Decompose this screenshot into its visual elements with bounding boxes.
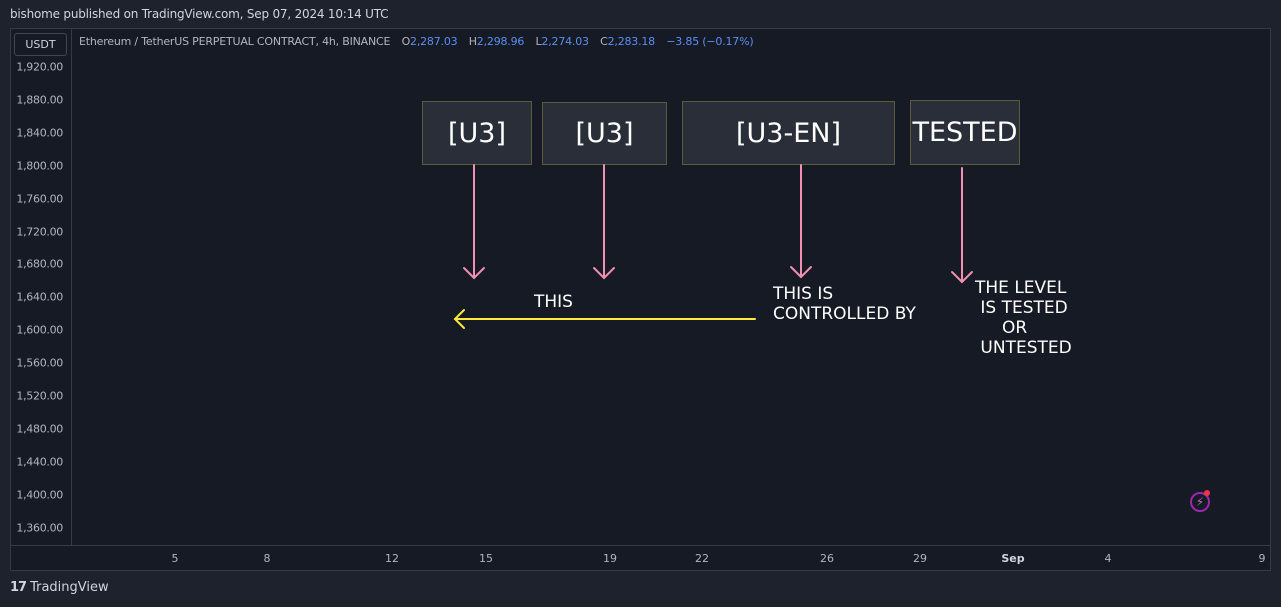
high-value: 2,298.96 [476,35,525,48]
tradingview-logo-icon: 𝟭𝟳 [10,580,27,595]
price-label: 1,600.00 [16,323,63,337]
annotation-box-u3-1[interactable]: [U3] [422,101,532,165]
annotation-text-level[interactable]: THE LEVEL IS TESTED OR UNTESTED [975,278,1072,358]
time-label: Sep [1001,552,1025,565]
open-label: O [401,35,411,48]
time-axis[interactable]: 5 8 12 15 19 22 26 29 Sep 4 9 [72,545,1270,570]
price-label: 1,640.00 [16,290,63,304]
price-label: 1,920.00 [16,60,63,74]
axis-corner [11,545,72,570]
arrowhead-4 [951,271,973,284]
time-label: 29 [913,552,927,565]
arrowhead-1 [463,267,485,280]
time-label: 4 [1104,552,1112,565]
chart-frame[interactable]: USDT 1,920.00 1,880.00 1,840.00 1,800.00 1,7… [10,28,1271,571]
price-label: 1,680.00 [16,257,63,271]
price-label: 1,840.00 [16,126,63,140]
time-label: 19 [603,552,617,565]
low-label: L [535,35,542,48]
time-label: 9 [1258,552,1266,565]
close-value: 2,283.18 [607,35,656,48]
price-label: 1,560.00 [16,356,63,370]
price-label: 1,880.00 [16,93,63,107]
arrowhead-2 [593,267,615,280]
price-label: 1,720.00 [16,225,63,238]
annotation-box-tested[interactable]: TESTED [910,100,1020,165]
lightning-icon[interactable]: ⚡ [1190,492,1210,512]
time-label: 15 [479,552,493,565]
time-label: 8 [263,552,271,565]
symbol-name[interactable]: Ethereum / TetherUS PERPETUAL CONTRACT, … [79,35,391,48]
annotation-box-u3-en[interactable]: [U3-EN] [682,101,895,165]
price-label: 1,440.00 [16,455,63,469]
high-label: H [468,35,477,48]
price-label: 1,400.00 [16,488,63,502]
brand-name: TradingView [30,580,109,595]
publish-info: bishome published on TradingView.com, Se… [10,7,389,21]
annotation-text-controlled[interactable]: THIS IS CONTROLLED BY [773,284,916,324]
change-value: −3.85 (−0.17%) [666,35,754,48]
annotation-text-this[interactable]: THIS [534,292,573,312]
close-label: C [600,35,608,48]
price-label: 1,760.00 [16,192,63,206]
time-label: 12 [385,552,399,565]
price-label: 1,800.00 [16,159,63,173]
arrowhead-left [453,309,465,329]
time-label: 22 [695,552,709,565]
low-value: 2,274.03 [541,35,589,48]
yellow-arrow [453,309,756,329]
open-value: 2,287.03 [410,35,458,48]
time-label: 26 [820,552,834,565]
currency-button[interactable]: USDT [14,33,67,56]
annotation-box-u3-2[interactable]: [U3] [542,102,667,165]
arrowhead-3 [790,266,812,279]
symbol-legend: Ethereum / TetherUS PERPETUAL CONTRACT, … [79,35,754,48]
time-label: 5 [171,552,179,565]
tradingview-brand[interactable]: 𝟭𝟳 TradingView [10,580,109,595]
price-label: 1,360.00 [16,521,63,535]
price-axis[interactable]: USDT 1,920.00 1,880.00 1,840.00 1,800.00 1,7… [11,29,72,545]
price-label: 1,480.00 [16,422,63,436]
price-label: 1,520.00 [16,389,63,403]
notification-dot [1204,490,1210,496]
pink-arrows [463,164,973,284]
